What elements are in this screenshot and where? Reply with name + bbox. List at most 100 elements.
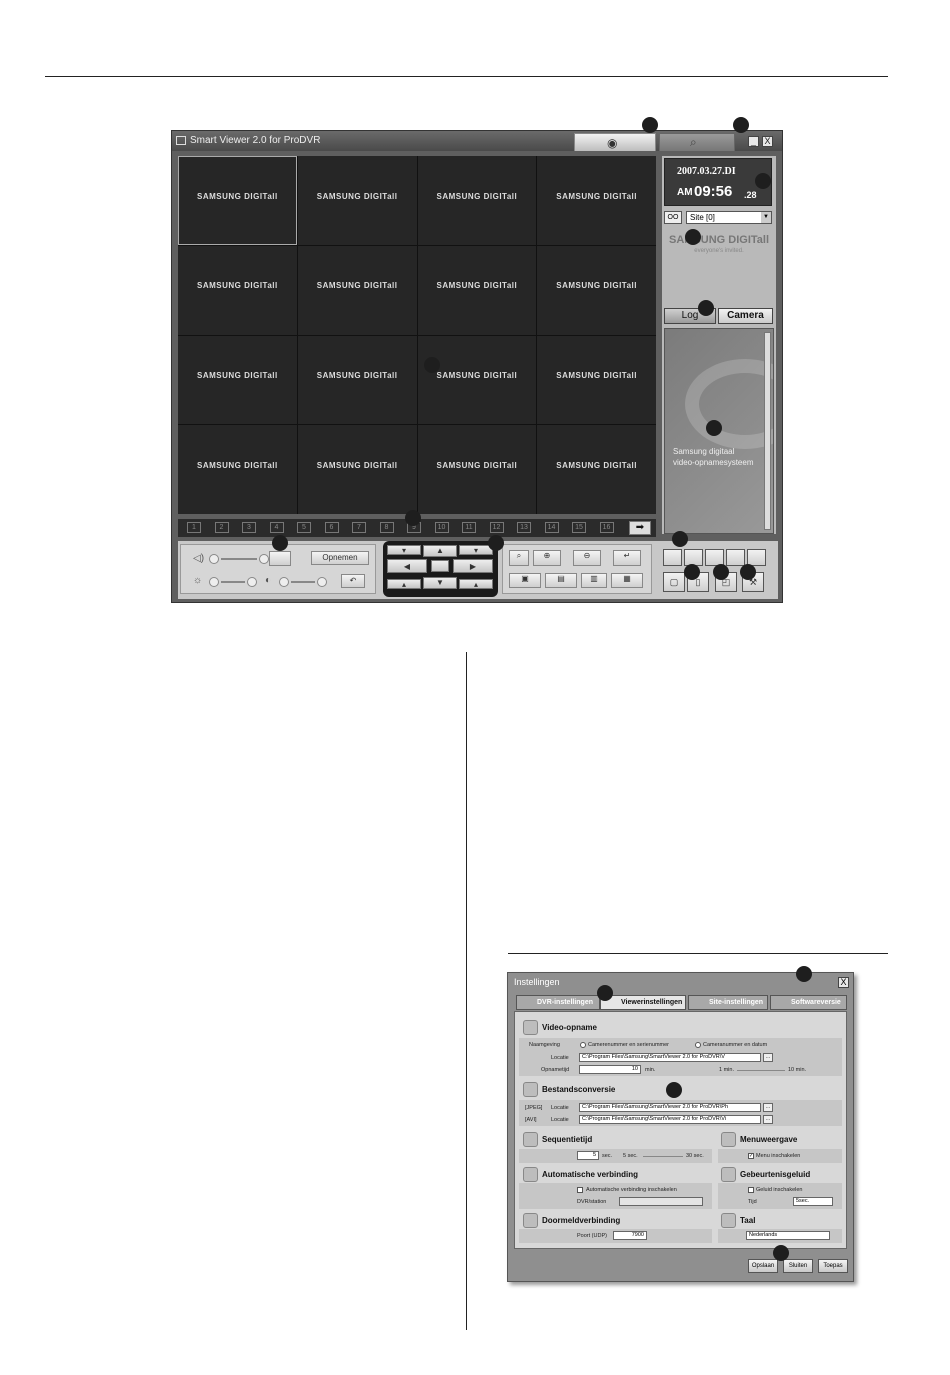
channel-button[interactable]: 5 — [297, 522, 311, 533]
log-scrollbar[interactable] — [764, 332, 771, 530]
brightness-down-button[interactable] — [209, 577, 219, 587]
camera-tile[interactable]: SAMSUNG DIGITall — [297, 245, 417, 335]
avi-browse-button[interactable]: ... — [763, 1115, 773, 1124]
zoom-in-button[interactable]: ⊕ — [533, 550, 561, 566]
sound-time-select[interactable]: 5sec. — [793, 1197, 833, 1206]
channel-button[interactable]: 12 — [489, 522, 504, 533]
camera-tile[interactable]: SAMSUNG DIGITall — [417, 156, 537, 245]
channel-button[interactable]: 15 — [572, 522, 586, 533]
camera-tile[interactable]: SAMSUNG DIGITall — [178, 245, 297, 335]
avi-location-field[interactable]: C:\Program Files\Samsung\SmartViewer 2.0… — [579, 1115, 761, 1124]
ptz-pan-left-button[interactable]: ◀ — [387, 559, 427, 573]
ptz-focus-far-button[interactable]: ▴ — [459, 579, 493, 589]
duration-slider[interactable] — [737, 1070, 785, 1071]
volume-slider[interactable] — [221, 558, 257, 560]
print-button[interactable]: ▤ — [545, 573, 577, 588]
contrast-slider[interactable] — [291, 581, 315, 583]
ptz-pan-right-button[interactable]: ▶ — [453, 559, 493, 573]
naming-option-2-radio[interactable] — [695, 1042, 701, 1048]
layout-9-button[interactable] — [726, 549, 745, 566]
title-bar[interactable]: Smart Viewer 2.0 for ProDVR ◉ ⌕ _ X — [172, 131, 782, 151]
sequence-slider[interactable] — [643, 1156, 683, 1157]
camera-tile[interactable]: SAMSUNG DIGITall — [178, 425, 297, 514]
zoom-area-button[interactable]: ⌕ — [509, 550, 529, 566]
enter-button[interactable]: ↵ — [613, 550, 641, 566]
ptz-home-button[interactable] — [431, 560, 449, 572]
channel-button[interactable]: 10 — [434, 522, 449, 533]
minimize-button[interactable]: _ — [748, 136, 759, 147]
camera-tile[interactable]: SAMSUNG DIGITall — [537, 245, 656, 335]
save-image-button[interactable]: ▥ — [581, 573, 607, 588]
site-link-icon[interactable]: OO — [664, 211, 682, 224]
sequence-field[interactable]: 5 — [577, 1151, 599, 1160]
camera-tile[interactable]: SAMSUNG DIGITall — [417, 335, 537, 425]
tab-viewer-settings[interactable]: Viewerinstellingen — [600, 995, 686, 1010]
tab-live-view[interactable]: ◉ — [574, 133, 656, 151]
menu-enable-checkbox[interactable]: ✓ — [748, 1153, 754, 1159]
tab-site-settings[interactable]: Site-instellingen — [688, 995, 768, 1010]
channel-button[interactable]: 1 — [187, 522, 201, 533]
video-browse-button[interactable]: ... — [763, 1053, 773, 1062]
site-select[interactable]: Site [0]▼ — [686, 211, 772, 224]
ptz-focus-near-button[interactable]: ▴ — [387, 579, 421, 589]
channel-button[interactable]: 13 — [517, 522, 531, 533]
camera-tile[interactable]: SAMSUNG DIGITall — [537, 425, 656, 514]
screen-split-button[interactable]: ▦ — [611, 573, 643, 588]
stop-button[interactable]: ▢ — [663, 572, 685, 592]
capture-button[interactable]: ▣ — [509, 573, 541, 588]
dialog-close-button[interactable]: X — [838, 977, 849, 988]
camera-tile[interactable]: SAMSUNG DIGITall — [417, 245, 537, 335]
language-select[interactable]: Nederlands — [746, 1231, 830, 1240]
reset-button[interactable]: ↶ — [341, 574, 365, 588]
brightness-up-button[interactable] — [247, 577, 257, 587]
channel-button[interactable]: 8 — [379, 522, 394, 533]
next-page-button[interactable]: ➡ — [629, 521, 651, 535]
record-button[interactable]: Opnemen — [311, 551, 369, 565]
close-dialog-button[interactable]: Sluiten — [783, 1259, 813, 1273]
channel-button[interactable]: 3 — [242, 522, 256, 533]
duration-field[interactable]: 10 — [579, 1065, 641, 1074]
port-field[interactable]: 7900 — [613, 1231, 647, 1240]
naming-option-1-radio[interactable] — [580, 1042, 586, 1048]
mute-button[interactable] — [269, 551, 291, 566]
volume-down-button[interactable] — [209, 554, 219, 564]
channel-button[interactable]: 2 — [214, 522, 229, 533]
volume-up-button[interactable] — [259, 554, 269, 564]
channel-button[interactable]: 6 — [324, 522, 339, 533]
camera-tile[interactable]: SAMSUNG DIGITall — [297, 335, 417, 425]
contrast-up-button[interactable] — [317, 577, 327, 587]
zoom-out-button[interactable]: ⊖ — [573, 550, 601, 566]
auto-connect-checkbox[interactable] — [577, 1187, 583, 1193]
channel-button[interactable]: 7 — [352, 522, 366, 533]
video-location-field[interactable]: C:\Program Files\Samsung\SmartViewer 2.0… — [579, 1053, 761, 1062]
camera-tile[interactable]: SAMSUNG DIGITall — [178, 156, 297, 245]
camera-tile[interactable]: SAMSUNG DIGITall — [417, 425, 537, 514]
save-button[interactable]: Opslaan — [748, 1259, 778, 1273]
contrast-down-button[interactable] — [279, 577, 289, 587]
ptz-tilt-up-button[interactable]: ▲ — [423, 545, 457, 557]
ptz-zoom-out-button[interactable]: ▾ — [387, 545, 421, 555]
channel-button[interactable]: 11 — [462, 522, 476, 533]
sound-enable-checkbox[interactable] — [748, 1187, 754, 1193]
jpeg-location-field[interactable]: C:\Program Files\Samsung\SmartViewer 2.0… — [579, 1103, 761, 1112]
channel-button[interactable]: 14 — [544, 522, 559, 533]
brightness-slider[interactable] — [221, 581, 245, 583]
camera-tile[interactable]: SAMSUNG DIGITall — [537, 335, 656, 425]
close-button[interactable]: X — [762, 136, 773, 147]
channel-button[interactable]: 16 — [599, 522, 614, 533]
tab-search[interactable]: ⌕ — [659, 133, 735, 151]
camera-tile[interactable]: SAMSUNG DIGITall — [178, 335, 297, 425]
channel-button[interactable]: 4 — [269, 522, 284, 533]
layout-16-button[interactable] — [747, 549, 766, 566]
jpeg-browse-button[interactable]: ... — [763, 1103, 773, 1112]
tab-dvr-settings[interactable]: DVR-instellingen — [516, 995, 600, 1010]
camera-tile[interactable]: SAMSUNG DIGITall — [297, 156, 417, 245]
camera-tile[interactable]: SAMSUNG DIGITall — [297, 425, 417, 514]
tab-software-version[interactable]: Softwareversie — [770, 995, 847, 1010]
apply-button[interactable]: Toepas — [818, 1259, 848, 1273]
sequence-button[interactable] — [663, 549, 682, 566]
camera-tile[interactable]: SAMSUNG DIGITall — [537, 156, 656, 245]
dvr-station-select[interactable] — [619, 1197, 703, 1206]
ptz-tilt-down-button[interactable]: ▼ — [423, 577, 457, 589]
tab-camera[interactable]: Camera — [718, 308, 773, 324]
